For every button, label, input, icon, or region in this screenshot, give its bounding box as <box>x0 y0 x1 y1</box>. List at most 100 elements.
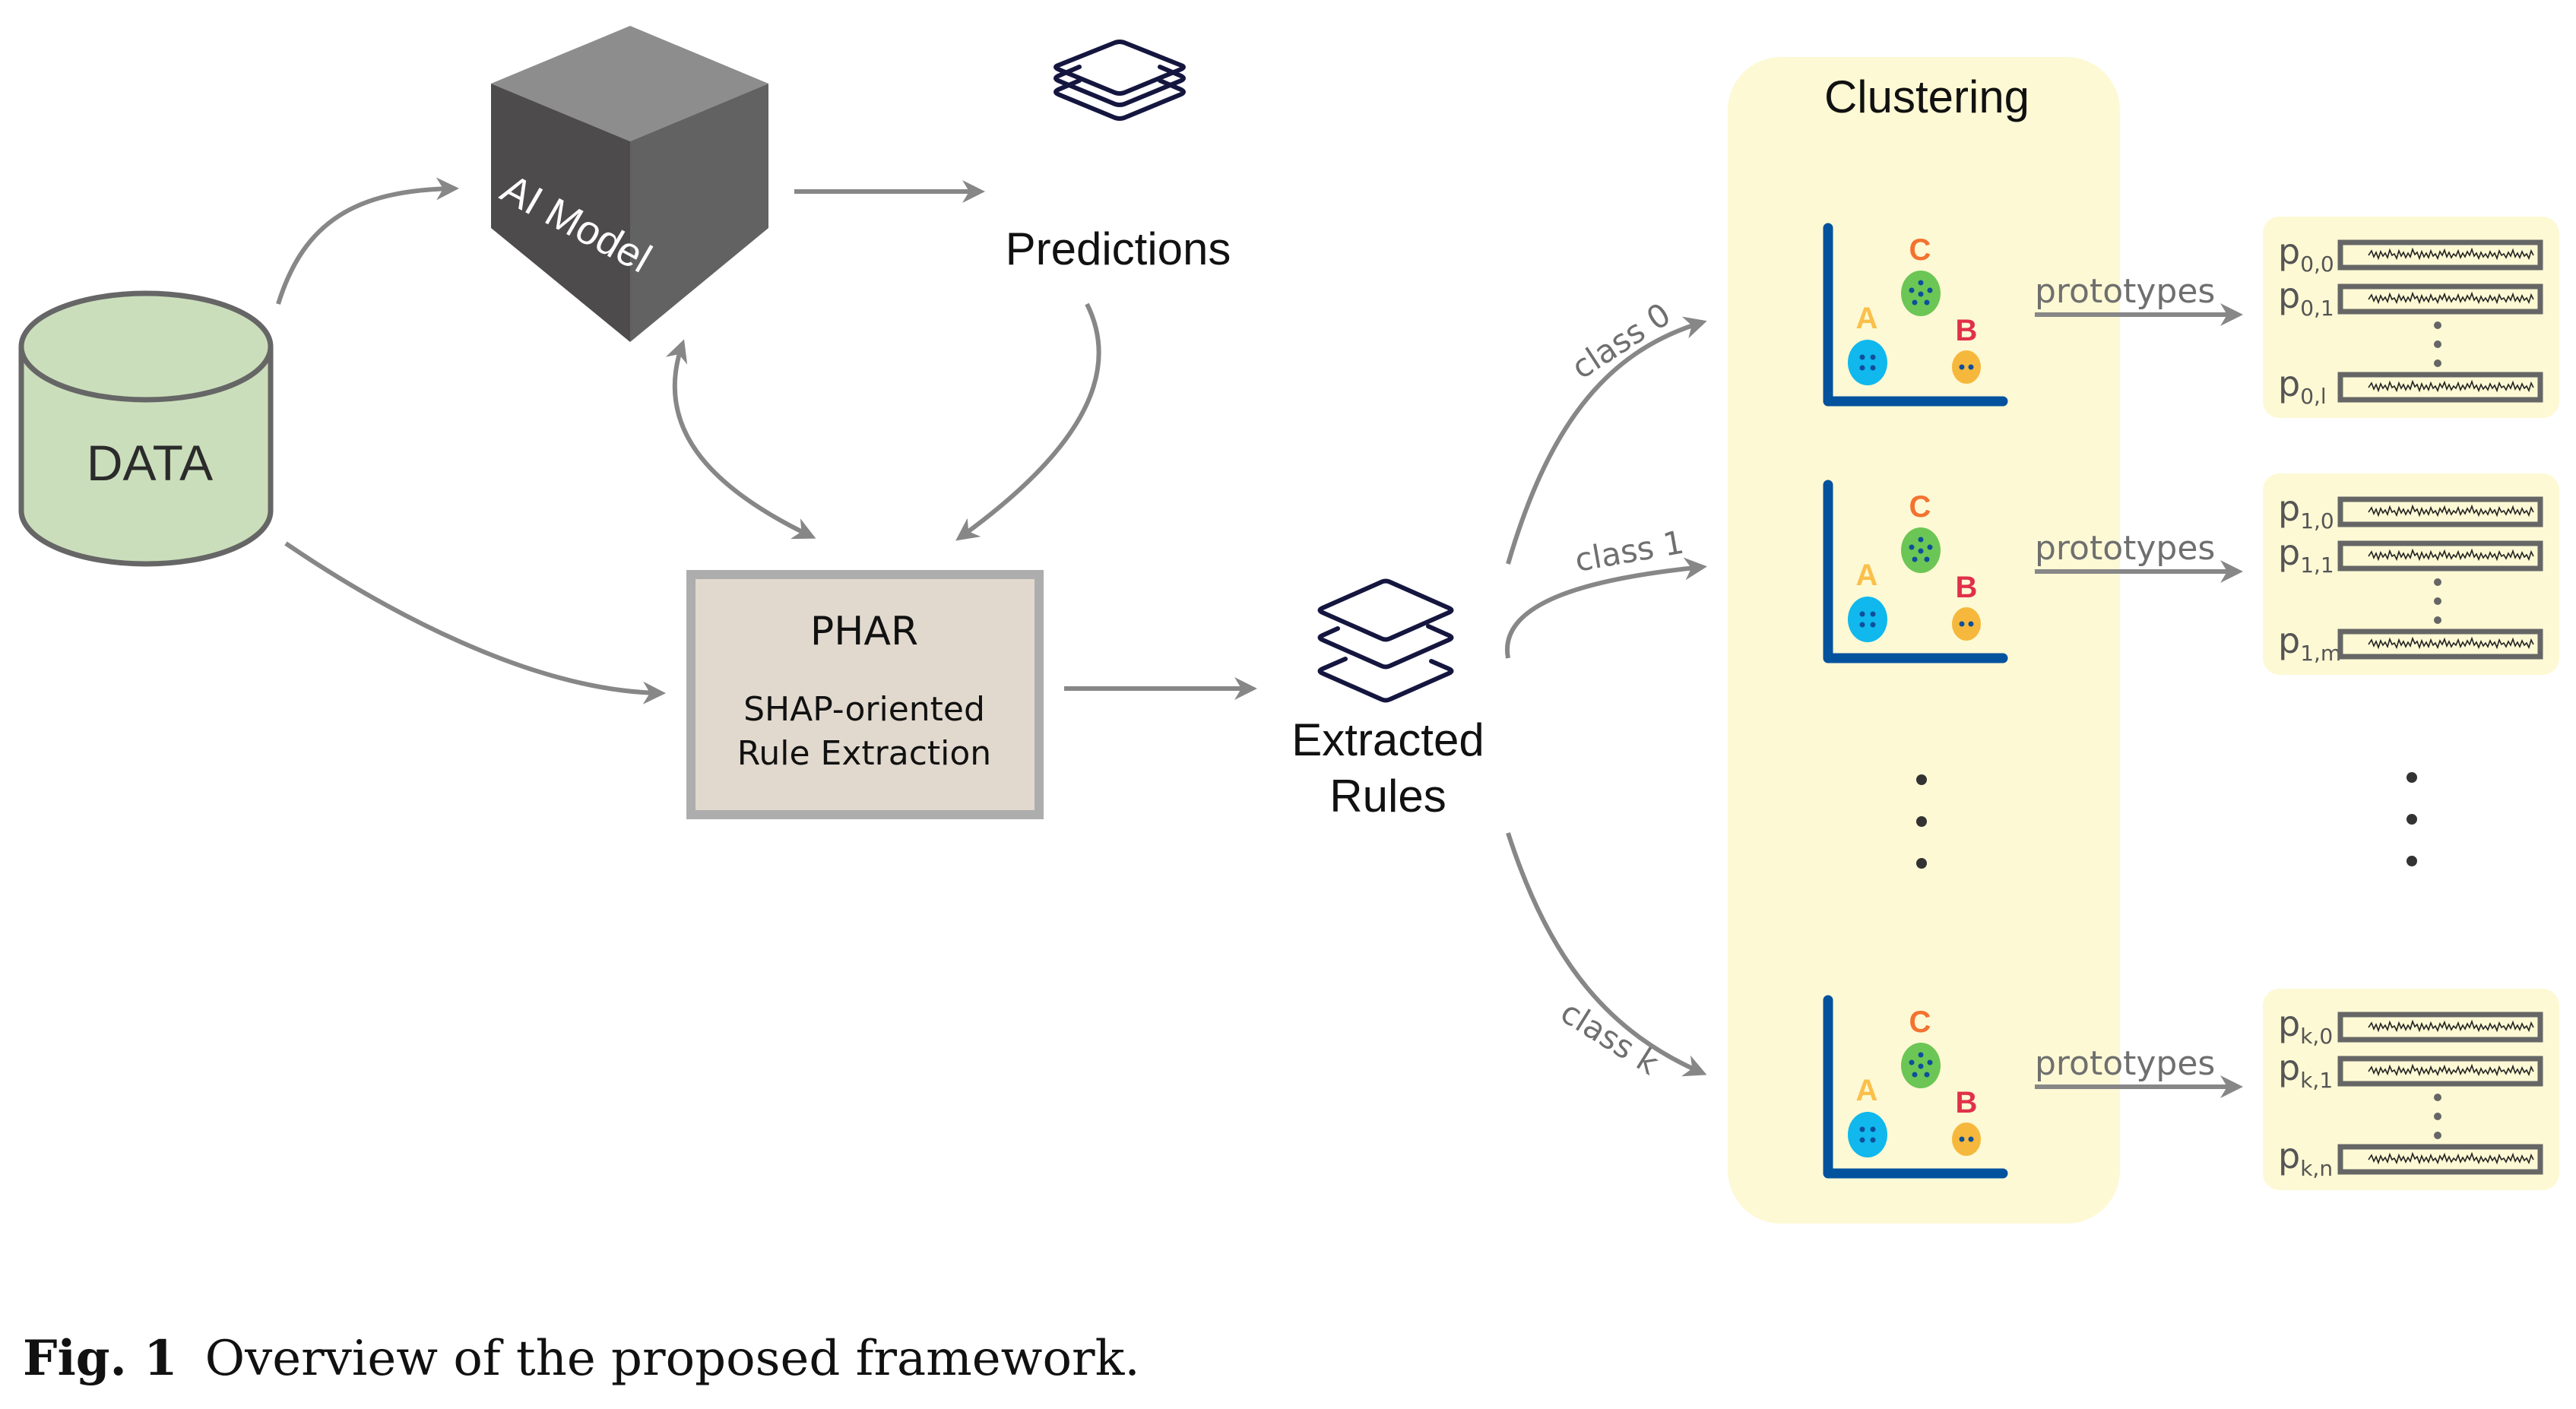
cluster-point <box>1918 1052 1924 1058</box>
time-series-box <box>2337 283 2543 315</box>
cluster-c-label: C <box>1909 233 1931 267</box>
cluster-point <box>1959 1136 1965 1142</box>
prototype-ellipsis-dot <box>2434 1113 2441 1120</box>
cluster-point <box>1918 291 1924 297</box>
cluster-b-label: B <box>1956 314 1978 347</box>
prototypes-label: prototypes <box>2035 272 2215 311</box>
caption-text: Overview of the proposed framework. <box>204 1331 1140 1387</box>
arrow-class-0 <box>1506 316 1707 565</box>
prototype-row: pk,0 <box>2278 1003 2543 1049</box>
prototype-row: p0,l <box>2278 363 2543 409</box>
prototype-label: p0,0 <box>2278 231 2334 277</box>
cluster-c-label: C <box>1909 1005 1931 1039</box>
caption-label: Fig. 1 <box>23 1330 178 1387</box>
clustering-ellipsis <box>1916 774 1927 869</box>
extracted-rules-label-line2: Rules <box>1329 771 1446 822</box>
prototype-ellipsis-dot <box>2434 321 2441 329</box>
phar-subtitle-line2: Rule Extraction <box>737 734 991 773</box>
cluster-point <box>1918 537 1924 543</box>
prototype-label: p1,0 <box>2278 488 2334 534</box>
cluster-point <box>1918 280 1924 286</box>
cluster-point <box>1859 354 1865 360</box>
prototype-row: p1,0 <box>2278 488 2543 534</box>
cluster-point <box>1870 622 1876 628</box>
cluster-point <box>1968 364 1974 370</box>
prototype-row: p0,0 <box>2278 231 2543 277</box>
plot-axes <box>1823 223 2008 407</box>
predictions-label: Predictions <box>1006 223 1231 274</box>
figure-caption: Fig. 1 Overview of the proposed framework… <box>23 1330 1140 1387</box>
prototypes-label: prototypes <box>2035 1044 2215 1083</box>
prototype-row: pk,1 <box>2278 1047 2543 1093</box>
cluster-point <box>1968 1136 1974 1142</box>
cluster-point <box>1909 544 1915 550</box>
time-series-box <box>2337 1056 2543 1087</box>
class-k-label: class k <box>1554 993 1666 1082</box>
cluster-point <box>1859 1126 1865 1132</box>
prototype-label: p1,m <box>2278 620 2341 666</box>
cluster-b-blob <box>1952 607 1981 641</box>
cluster-point <box>1927 544 1933 550</box>
cluster-point <box>1870 1137 1876 1143</box>
arrow-class-1 <box>1504 557 1707 659</box>
phar-box: PHAR SHAP-oriented Rule Extraction <box>686 570 1044 819</box>
arrow-predictions-to-phar <box>955 302 1101 541</box>
prototype-ellipsis-dot <box>2434 1132 2441 1139</box>
phar-subtitle-line1: SHAP-oriented <box>743 690 985 729</box>
prototype-row: p1,m <box>2278 620 2543 666</box>
prototype-row: pk,n <box>2278 1135 2543 1181</box>
prototype-ellipsis-dot <box>2434 359 2441 367</box>
plot-axes <box>1823 995 2008 1179</box>
time-series-box <box>2337 1144 2543 1175</box>
cluster-point <box>1927 1059 1933 1065</box>
cluster-b-blob <box>1952 1122 1981 1156</box>
extracted-rules-label-line1: Extracted <box>1291 714 1484 765</box>
prototype-label: pk,1 <box>2278 1047 2333 1093</box>
prototype-label: p1,1 <box>2278 532 2334 578</box>
time-series-box <box>2337 540 2543 572</box>
phar-title: PHAR <box>810 609 918 654</box>
cluster-point <box>1927 287 1933 293</box>
cluster-point <box>1918 548 1924 554</box>
cluster-point <box>1909 1059 1915 1065</box>
prototype-ellipsis-dot <box>2434 340 2441 348</box>
cluster-point <box>1924 556 1930 562</box>
cluster-point <box>1968 621 1974 627</box>
cluster-b-label: B <box>1956 1086 1978 1119</box>
time-series-box <box>2337 239 2543 271</box>
cluster-point <box>1870 611 1876 617</box>
cluster-point <box>1912 1072 1918 1078</box>
arrow-data-to-model <box>276 177 459 305</box>
prototype-label: pk,n <box>2278 1135 2333 1181</box>
prototype-ellipsis-dot <box>2434 616 2441 624</box>
cluster-a-label: A <box>1856 302 1878 335</box>
time-series-box <box>2337 496 2543 527</box>
ai-model-cube: AI Model <box>491 26 768 342</box>
prototype-group: p0,0p0,1 p0,l <box>2263 217 2559 418</box>
data-cylinder: DATA <box>18 290 274 567</box>
prototype-row: p1,1 <box>2278 532 2543 578</box>
prototype-ellipsis-dot <box>2434 578 2441 586</box>
cluster-point <box>1859 611 1865 617</box>
cluster-point <box>1912 556 1918 562</box>
prototype-group: p1,0p1,1 p1,m <box>2263 473 2559 675</box>
time-series-box <box>2337 629 2543 660</box>
prototype-row: p0,1 <box>2278 275 2543 321</box>
clustering-title: Clustering <box>1824 71 2029 122</box>
prototype-ellipsis-dot <box>2434 1094 2441 1101</box>
cluster-point <box>1924 1072 1930 1078</box>
arrow-model-phar-bidirectional <box>665 339 816 540</box>
cluster-point <box>1870 365 1876 371</box>
prototypes-ellipsis <box>2406 772 2417 866</box>
data-label: DATA <box>87 435 213 491</box>
cluster-point <box>1859 1137 1865 1143</box>
time-series-box <box>2337 1012 2543 1043</box>
prototype-label: p0,l <box>2278 363 2327 409</box>
predictions-layers-icon <box>1054 40 1186 121</box>
cluster-a-label: A <box>1856 1074 1878 1107</box>
cluster-a-label: A <box>1856 559 1878 592</box>
time-series-box <box>2337 372 2543 403</box>
cluster-b-label: B <box>1956 571 1978 604</box>
